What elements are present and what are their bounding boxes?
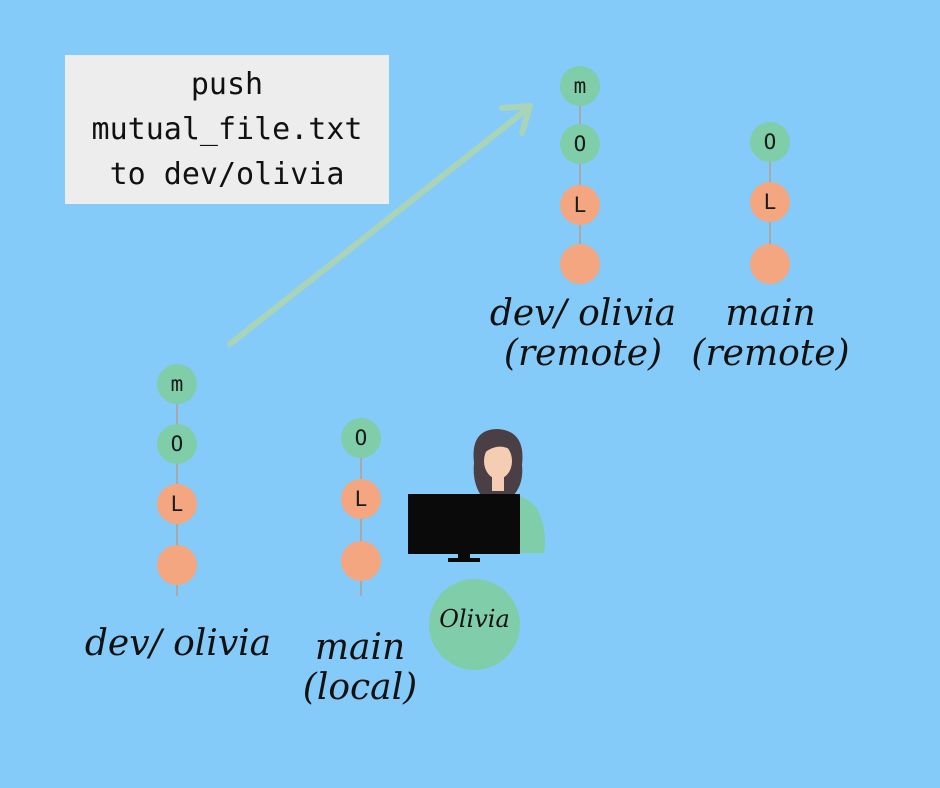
commit-node: L — [560, 185, 600, 225]
note-line: mutual_file.txt — [91, 112, 363, 147]
commit-node: L — [750, 182, 790, 222]
note-line: to dev/olivia — [109, 157, 345, 192]
branch-label-line: (remote) — [691, 333, 850, 374]
branch-line — [579, 84, 581, 284]
commit-node: O — [341, 418, 381, 458]
person-face — [484, 443, 512, 479]
branch-label-line: (remote) — [503, 333, 663, 374]
avatar: Olivia — [429, 579, 520, 670]
commit-node — [341, 541, 381, 581]
remote-dev-branch: m O L — [550, 64, 610, 294]
monitor-stand — [458, 554, 470, 560]
branch-label-line: dev/ olivia — [84, 623, 272, 664]
branch-label-line: dev/ olivia — [489, 293, 677, 334]
push-arrow-shaft — [227, 107, 529, 347]
person-fringe — [482, 436, 516, 455]
remote-dev-branch-label: dev/ olivia (remote) — [478, 294, 688, 374]
monitor-base — [448, 558, 480, 562]
local-dev-branch: m O L — [147, 364, 207, 599]
commit-node: m — [157, 364, 197, 404]
branch-label-line: main — [314, 627, 406, 668]
local-main-branch: O L — [331, 418, 391, 598]
commit-node — [750, 244, 790, 284]
commit-node: m — [560, 66, 600, 106]
commit-node: L — [157, 484, 197, 524]
commit-node — [560, 244, 600, 284]
branch-label-line: (local) — [302, 667, 418, 708]
note-line: push — [190, 67, 264, 102]
commit-node: O — [157, 424, 197, 464]
local-main-branch-label: main (local) — [290, 628, 430, 708]
commit-node: L — [341, 479, 381, 519]
remote-main-branch-label: main (remote) — [683, 294, 858, 374]
remote-main-branch: O L — [740, 122, 800, 292]
local-dev-branch-label: dev/ olivia — [78, 624, 278, 664]
commit-node — [157, 545, 197, 585]
commit-node: O — [750, 122, 790, 162]
push-arrow-head — [499, 103, 533, 136]
branch-label-line: main — [725, 293, 816, 334]
push-note: push mutual_file.txt to dev/olivia — [65, 55, 389, 204]
avatar-name: Olivia — [439, 605, 510, 633]
person-neck — [492, 477, 504, 491]
commit-node: O — [560, 124, 600, 164]
monitor-screen — [408, 494, 520, 554]
